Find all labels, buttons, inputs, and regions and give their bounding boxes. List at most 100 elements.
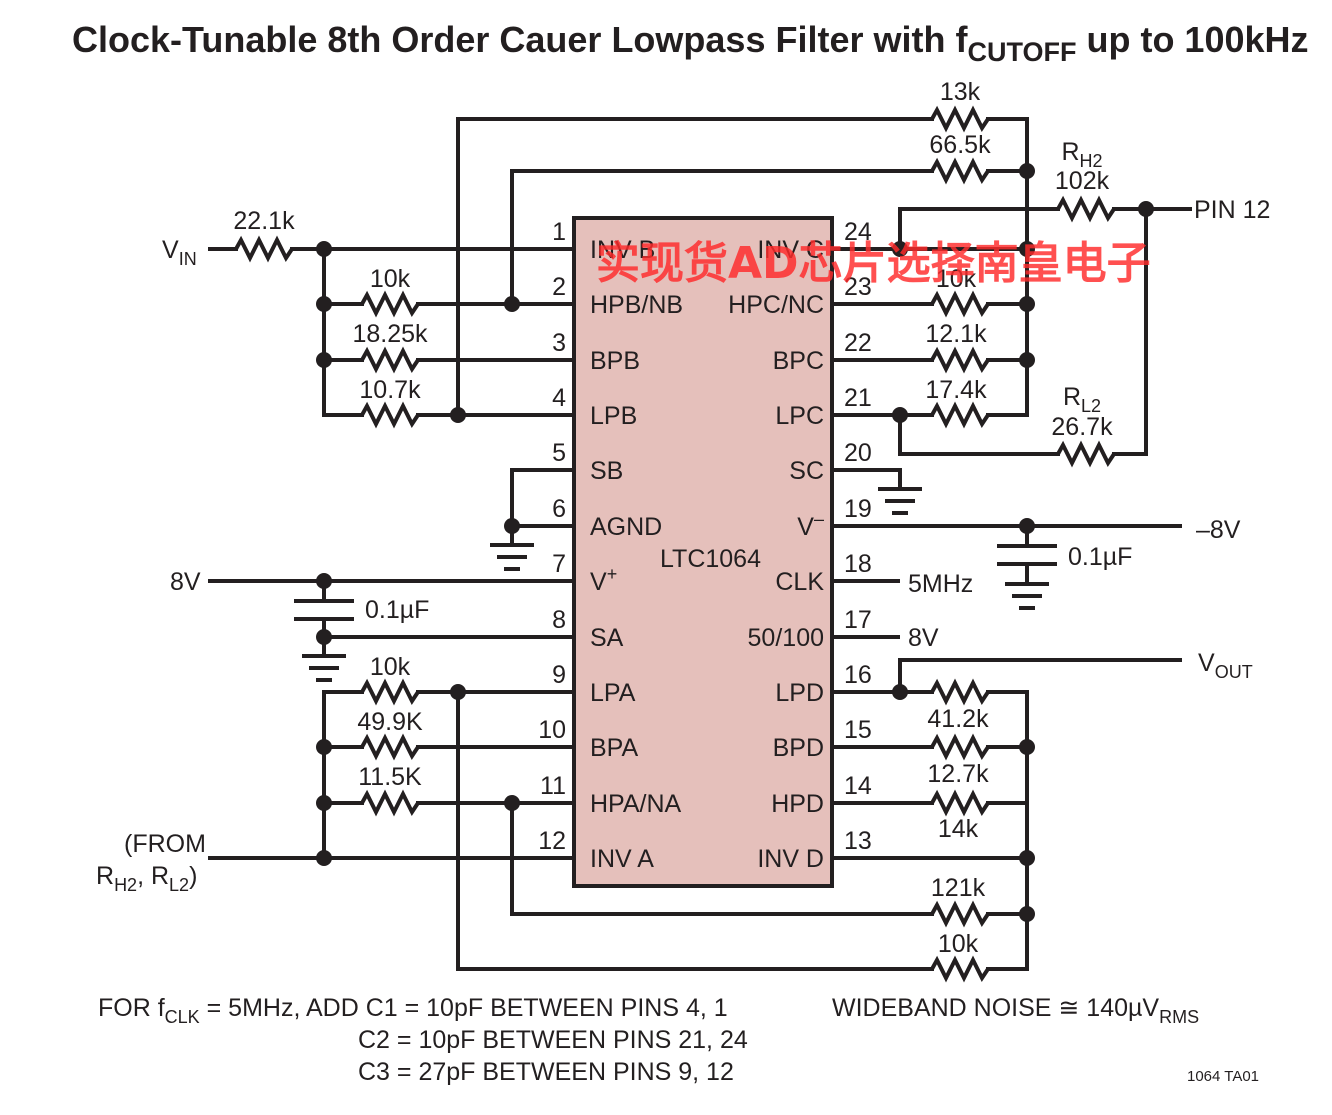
- pin-num-15: 15: [844, 716, 872, 744]
- resistor-12-7k: [930, 733, 990, 761]
- label-102k: 102k: [1055, 167, 1110, 195]
- resistor-22-1k: [234, 235, 294, 263]
- pin-label-lpa: LPA: [590, 679, 636, 707]
- pin-num-2: 2: [552, 273, 566, 301]
- pin-label-bpa: BPA: [590, 734, 638, 762]
- label-rl2: RL2: [1063, 383, 1101, 416]
- resistor-10k-a: [360, 678, 420, 706]
- label-10k-c: 10k: [936, 265, 977, 293]
- pin-label-sa: SA: [590, 624, 624, 652]
- pin-label-agnd: AGND: [590, 513, 662, 541]
- pin-label-lpb: LPB: [590, 402, 637, 430]
- ground-icon: [302, 654, 346, 682]
- pin-label-lpc: LPC: [775, 402, 824, 430]
- noise-note: WIDEBAND NOISE ≅ 140µVRMS: [832, 994, 1199, 1027]
- resistor-13k: [930, 105, 990, 133]
- note-line-2: C2 = 10pF BETWEEN PINS 21, 24: [358, 1026, 748, 1054]
- pin-num-11: 11: [540, 772, 566, 800]
- label-10k-d: 10k: [938, 930, 979, 958]
- resistor-17-4k: [930, 401, 990, 429]
- pin12-label: PIN 12: [1194, 196, 1270, 224]
- label-12-7k: 12.7k: [927, 760, 989, 788]
- v-50100-label: 8V: [908, 624, 939, 652]
- label-14k: 14k: [938, 815, 979, 843]
- pin-label-inv-c: INV C: [757, 236, 824, 264]
- pin-num-1: 1: [552, 218, 566, 246]
- label-66-5k: 66.5k: [929, 131, 991, 159]
- resistor-10k-c: [930, 290, 990, 318]
- vout-label: VOUT: [1198, 649, 1253, 682]
- pin-num-8: 8: [552, 606, 566, 634]
- pin-label-hpa-na: HPA/NA: [590, 790, 682, 818]
- pin-num-14: 14: [844, 772, 872, 800]
- pin-num-23: 23: [844, 273, 872, 301]
- pin-num-17: 17: [844, 606, 872, 634]
- label-11-5k: 11.5K: [358, 763, 422, 791]
- resistor-121k: [930, 900, 990, 928]
- label-rh2: RH2: [1061, 138, 1102, 171]
- pin-num-20: 20: [844, 439, 872, 467]
- ground-icon: [878, 487, 922, 515]
- label-41-2k: 41.2k: [927, 705, 989, 733]
- resistor-10-7k: [360, 401, 420, 429]
- cap-pos-label: 0.1µF: [365, 596, 429, 624]
- pin-label-sc: SC: [789, 457, 824, 485]
- pin-num-9: 9: [552, 661, 566, 689]
- ground-icon: [490, 543, 534, 571]
- from-label: (FROM: [124, 830, 206, 858]
- resistor-rh2-102k: [1056, 195, 1116, 223]
- resistor-41-2k: [930, 678, 990, 706]
- page-title: Clock-Tunable 8th Order Cauer Lowpass Fi…: [72, 19, 1309, 67]
- pin-num-16: 16: [844, 661, 872, 689]
- figure-ref: 1064 TA01: [1187, 1068, 1259, 1085]
- pin-num-10: 10: [538, 716, 566, 744]
- label-10k-b: 10k: [370, 265, 411, 293]
- pin-num-5: 5: [552, 439, 566, 467]
- resistor-10k-d: [930, 955, 990, 983]
- pin-label-clk: CLK: [775, 568, 824, 596]
- pin-label-hpb-nb: HPB/NB: [590, 291, 683, 319]
- resistor-rl2-26-7k: [1056, 440, 1116, 468]
- pin-label-sb: SB: [590, 457, 623, 485]
- pin-label-hpc-nc: HPC/NC: [728, 291, 824, 319]
- junctions: [316, 163, 1154, 922]
- pin-label-v-plus: V+: [590, 564, 617, 596]
- note-line-1: FOR fCLK = 5MHz, ADD C1 = 10pF BETWEEN P…: [98, 994, 728, 1027]
- pin-label-50-100: 50/100: [748, 624, 824, 652]
- resistor-12-1k: [930, 346, 990, 374]
- capacitor-v-neg: [997, 544, 1057, 566]
- right-pin-lines: [830, 247, 852, 860]
- chip-name: LTC1064: [660, 545, 761, 573]
- resistor-14k: [930, 789, 990, 817]
- label-26-7k: 26.7k: [1051, 413, 1113, 441]
- pin-num-19: 19: [844, 495, 872, 523]
- label-10-7k: 10.7k: [359, 376, 421, 404]
- pin-label-hpd: HPD: [771, 790, 824, 818]
- ground-icon: [1005, 582, 1049, 610]
- vin-label: VIN: [162, 236, 197, 269]
- pin-label-inv-a: INV A: [590, 845, 654, 873]
- left-pin-lines: [554, 247, 576, 860]
- pin-num-18: 18: [844, 550, 872, 578]
- label-12-1k: 12.1k: [925, 320, 987, 348]
- pin-label-bpd: BPD: [773, 734, 824, 762]
- chip-body: [572, 216, 834, 888]
- resistor-49-9k: [360, 733, 420, 761]
- v-pos-label: 8V: [170, 568, 201, 596]
- resistor-66-5k: [930, 157, 990, 185]
- from-rh2-rl2-label: RH2, RL2): [96, 862, 197, 895]
- pin-num-6: 6: [552, 495, 566, 523]
- label-17-4k: 17.4k: [925, 376, 987, 404]
- pin-num-22: 22: [844, 329, 872, 357]
- label-13k: 13k: [940, 78, 981, 106]
- right-wiring: [848, 117, 1192, 971]
- pin-label-inv-b: INV B: [590, 236, 655, 264]
- cap-neg-label: 0.1µF: [1068, 543, 1132, 571]
- capacitor-8v: [294, 599, 354, 621]
- left-wiring: [208, 117, 934, 971]
- pin-num-12: 12: [538, 827, 566, 855]
- pin-num-4: 4: [552, 384, 566, 412]
- resistor-10k-b: [360, 290, 420, 318]
- pin-num-7: 7: [552, 550, 566, 578]
